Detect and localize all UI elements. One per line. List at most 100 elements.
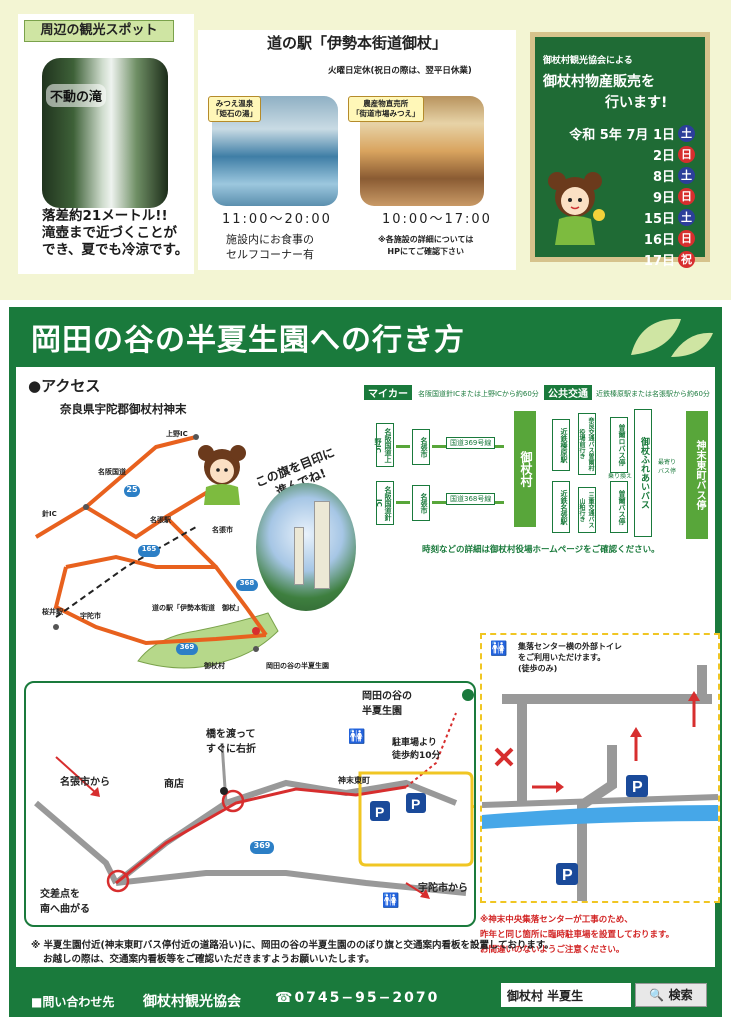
- search-icon: 🔍: [649, 988, 665, 1002]
- access-heading: ●アクセス: [28, 377, 101, 395]
- svg-text:P: P: [375, 804, 384, 820]
- car-route-note: 名阪国道針ICまたは上野ICから約60分: [418, 390, 539, 398]
- note-line: をご利用いただけます。: [518, 653, 606, 662]
- arrow-icon: [396, 445, 410, 448]
- market-tag: 農産物直売所 「街道市場みつえ」: [348, 96, 424, 122]
- sale-date-row: 令和 5年 7月 1日土: [569, 123, 695, 144]
- note-line: HPにてご確認下さい: [387, 247, 464, 256]
- sale-date: 17日: [643, 254, 675, 269]
- label-line: 交差点を: [40, 889, 80, 900]
- nabari-station-label: 名張駅: [150, 516, 171, 524]
- weekday-badge: 日: [678, 230, 695, 247]
- holiday-note: 火曜日定休(祝日の際は、翌平日休業): [328, 66, 472, 76]
- walk-label: 駐車場より 徒歩約10分: [392, 735, 441, 761]
- route-box: 曽爾ロバス停: [610, 417, 628, 473]
- parking-detail-box: 🚻 集落センター横の外部トイレ をご利用いただけます。 (徒歩のみ): [480, 633, 720, 903]
- ueno-ic-label: 上野IC: [166, 430, 188, 438]
- sale-date-row: 16日日: [644, 228, 695, 249]
- route-box: 名張市: [412, 485, 430, 521]
- svg-text:P: P: [411, 796, 420, 812]
- haibara-station-label: 桜井駅: [42, 608, 63, 616]
- sale-date: 9日: [652, 191, 675, 206]
- market-hours: 10:00〜17:00: [382, 212, 492, 227]
- sale-date: 2日: [652, 149, 675, 164]
- sale-date: 16日: [643, 233, 675, 248]
- desc-line: 落差約21メートル!!: [42, 208, 168, 224]
- access-title: 岡田の谷の半夏生園への行き方: [31, 323, 465, 358]
- route-box: 名阪国道針IC: [375, 481, 394, 525]
- contact-org: 御杖村観光協会: [143, 994, 241, 1010]
- sale-date-row: 9日日: [653, 186, 695, 207]
- waterfall-description: 落差約21メートル!! 滝壺まで近づくことが でき、夏でも冷涼です。: [42, 208, 212, 259]
- note-line: 施設内にお食事の: [226, 233, 314, 246]
- onsen-note: 施設内にお食事の セルフコーナー有: [226, 232, 314, 262]
- route-road-box: 国道369号線: [446, 437, 496, 449]
- detail-map: P P 岡田の谷の 半夏生園 🚻 駐車場より 徒歩約10分 橋を渡って すぐに右…: [24, 681, 476, 927]
- svg-text:P: P: [632, 779, 643, 796]
- crossing-label: 交差点を 南へ曲がる: [40, 885, 90, 915]
- sale-date: 15日: [643, 212, 675, 227]
- sale-date-row: 15日土: [644, 207, 695, 228]
- road-369-badge: 369: [250, 841, 274, 854]
- tag-line: 農産物直売所: [363, 99, 409, 108]
- parking-street-map: P P: [482, 665, 718, 901]
- bus-dest-box: 神末東町バス停: [686, 411, 708, 539]
- label-line: 徒歩約10分: [392, 751, 441, 761]
- label-line: 橋を渡って: [206, 729, 256, 740]
- michinoeki-map-label: 道の駅「伊勢本街道 御杖」: [152, 604, 243, 612]
- contact-phone: ☎0745−95−2070: [275, 990, 440, 1006]
- route-box: 曽爾バス停: [610, 481, 628, 533]
- michinoeki-title: 道の駅「伊勢本街道御杖」: [266, 34, 447, 52]
- transfer-label: 乗り換え: [608, 473, 633, 480]
- note-line: (徒歩のみ): [518, 664, 558, 673]
- arrow-icon: [396, 501, 410, 504]
- sightseeing-title: 周辺の観光スポット: [24, 20, 174, 42]
- weekday-badge: 土: [678, 167, 695, 184]
- tag-line: みつえ温泉: [215, 99, 254, 108]
- sale-date-row: 17日祝: [644, 249, 695, 270]
- weekday-badge: 祝: [678, 251, 695, 268]
- hari-ic-label: 針IC: [42, 510, 57, 518]
- access-address: 奈良県宇陀郡御杖村神末: [60, 402, 187, 416]
- road-165-badge: 165: [138, 545, 160, 557]
- search-button[interactable]: 🔍 検索: [635, 983, 707, 1007]
- search-input[interactable]: 御杖村 半夏生: [501, 983, 631, 1007]
- weekday-badge: 土: [678, 125, 695, 142]
- weekday-badge: 土: [678, 209, 695, 226]
- onsen-tag: みつえ温泉 「姫石の湯」: [208, 96, 261, 122]
- toilet-icon: 🚻: [382, 893, 400, 909]
- label-line: 岡田の谷の: [362, 691, 412, 702]
- weekday-badge: 日: [678, 146, 695, 163]
- route-box: 近鉄名張駅: [552, 481, 570, 533]
- label-line: 半夏生園: [362, 706, 402, 717]
- flag-icon: [314, 501, 330, 589]
- timetable-note: 時刻などの詳細は御杖村役場ホームページをご確認ください。: [422, 545, 660, 555]
- nearest-stop-label: 最寄り バス停: [658, 459, 677, 475]
- flag-photo: [256, 483, 356, 611]
- route-box: 三重交通バス山粕行き: [578, 487, 596, 533]
- route-box: 名張市: [412, 429, 430, 465]
- market-note: ※各施設の詳細については HPにてご確認下さい: [378, 234, 473, 258]
- route-box: 名阪国道上野IC: [374, 423, 394, 467]
- road-25-badge: 25: [124, 485, 140, 497]
- sightseeing-panel: 周辺の観光スポット 不動の滝 落差約21メートル!! 滝壺まで近づくことが でき…: [18, 14, 194, 274]
- route-road-box: 国道368号線: [446, 493, 496, 505]
- access-content: ●アクセス 奈良県宇陀郡御杖村神末 上野IC 名阪国道 25 針IC 名張駅 名…: [16, 367, 720, 967]
- tag-line: 「街道市場みつえ」: [352, 109, 420, 118]
- sale-title: 行います!: [605, 95, 668, 111]
- footnote-line: ※ 半夏生園付近(神末東町バス停付近の道路沿い)に、岡田の谷の半夏生園ののぼり旗…: [31, 940, 554, 951]
- waterfall-photo: 不動の滝: [42, 58, 168, 208]
- leaf-icon: [631, 318, 713, 357]
- waterfall-name: 不動の滝: [46, 84, 107, 107]
- sale-date-row: 8日土: [653, 165, 695, 186]
- from-nabari-label: 名張市から: [60, 777, 110, 788]
- transit-route-note: 近鉄榛原駅または名張駅から約60分: [596, 390, 710, 398]
- nabari-city-label: 名張市: [212, 526, 233, 534]
- tag-line: 「姫石の湯」: [212, 109, 257, 118]
- kamiura-label: 神末東町: [338, 776, 370, 785]
- route-box: 奈良交通バス曽爾村役場前行き: [578, 413, 596, 475]
- sale-date: 令和 5年 7月 1日: [569, 128, 675, 143]
- michinoeki-panel: 道の駅「伊勢本街道御杖」 火曜日定休(祝日の際は、翌平日休業) みつえ温泉 「姫…: [198, 30, 516, 270]
- detail-road-map: P P: [34, 689, 474, 899]
